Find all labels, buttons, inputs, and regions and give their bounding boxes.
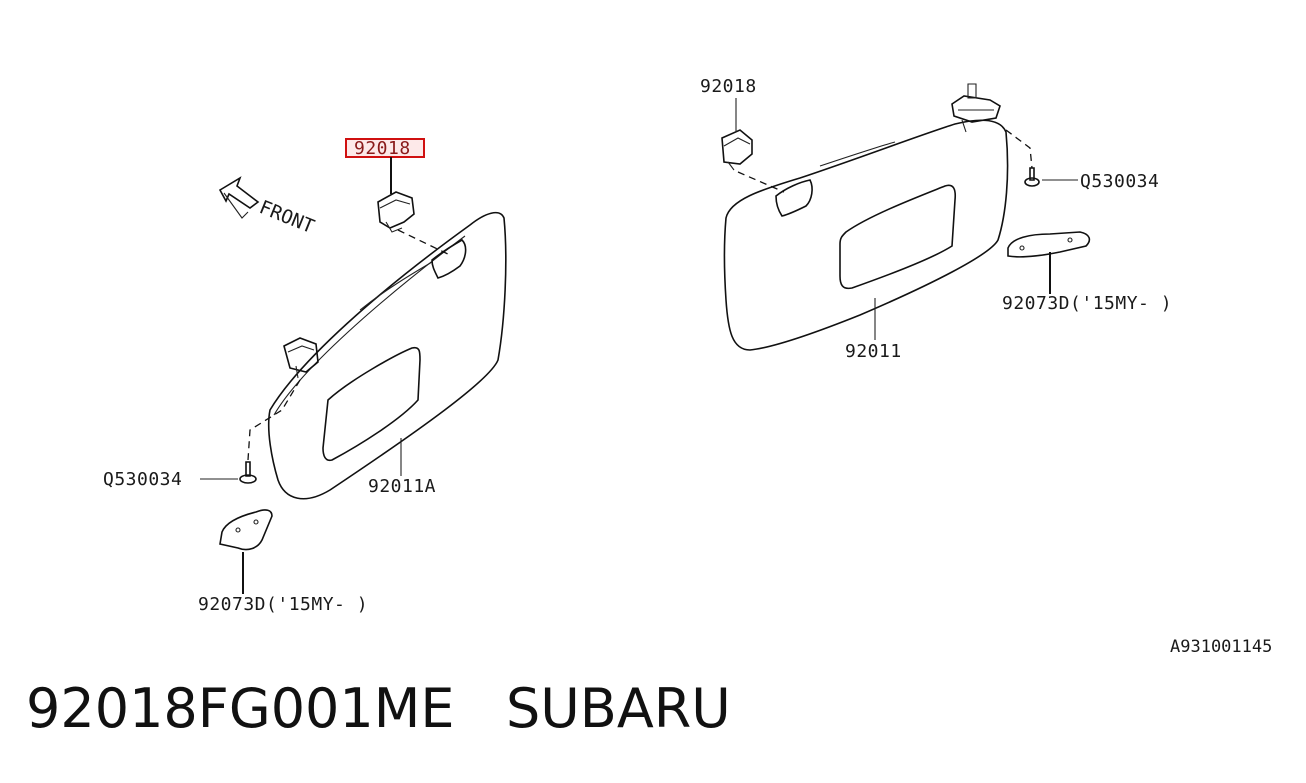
left-screw-label[interactable]: Q530034	[103, 469, 182, 490]
brand-name: SUBARU	[505, 677, 731, 740]
right-bracket-label[interactable]: 92073D('15MY- )	[1002, 293, 1172, 314]
caption-gap	[454, 677, 506, 740]
front-arrow-icon	[218, 176, 260, 219]
left-visor-label[interactable]: 92011A	[368, 476, 436, 497]
part-caption: 92018FG001ME SUBARU	[26, 682, 731, 736]
right-pivot-dashed-guide	[1005, 129, 1033, 169]
left-sun-visor[interactable]	[267, 211, 507, 500]
left-screw[interactable]	[239, 461, 257, 484]
left-visor-clip[interactable]	[377, 191, 415, 233]
right-bracket[interactable]	[1007, 231, 1091, 258]
right-sun-visor[interactable]	[723, 119, 1009, 351]
right-clip-dashed-guide	[737, 171, 785, 193]
right-visor-label[interactable]: 92011	[845, 341, 902, 362]
left-bracket[interactable]	[219, 509, 273, 551]
right-visor-pivot[interactable]	[951, 83, 1001, 133]
right-screw[interactable]	[1024, 167, 1040, 187]
diagram-ref-label: A931001145	[1170, 637, 1272, 657]
front-label: FRONT	[256, 196, 317, 238]
left-pivot-dashed-guide	[247, 379, 301, 461]
left-visor-pivot[interactable]	[283, 337, 319, 379]
highlight-box	[345, 138, 425, 158]
right-visor-clip[interactable]	[721, 129, 753, 171]
left-bracket-label[interactable]: 92073D('15MY- )	[198, 594, 368, 615]
left-clip-dashed-guide	[397, 229, 453, 257]
part-number: 92018FG001ME	[26, 677, 455, 740]
right-screw-label[interactable]: Q530034	[1080, 171, 1159, 192]
right-clip-label[interactable]: 92018	[700, 76, 757, 97]
left-clip-label[interactable]: 92018	[354, 138, 411, 159]
